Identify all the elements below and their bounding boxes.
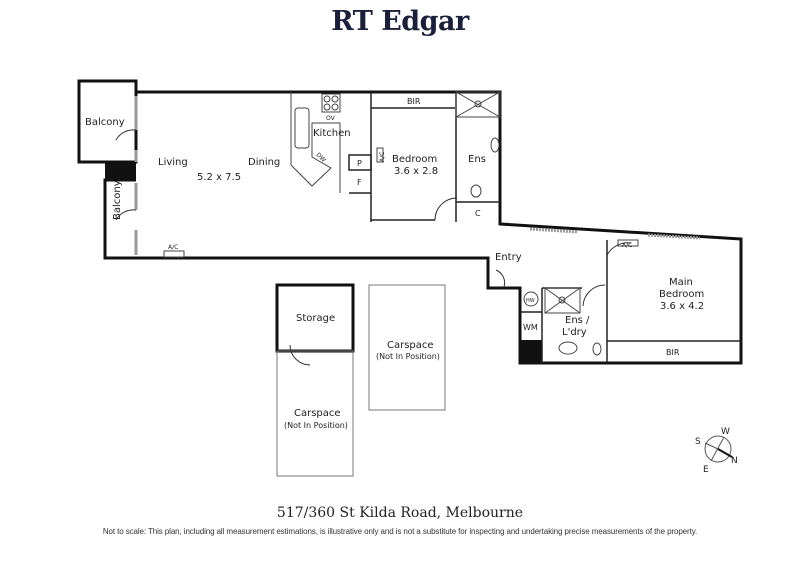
label-balcony-top: Balcony <box>85 117 125 128</box>
compass-n: N <box>731 456 738 466</box>
label-carspace-1: Carspace <box>294 408 341 419</box>
label-main-bedroom-2: Bedroom <box>659 289 704 300</box>
label-cupboard: C <box>475 209 481 218</box>
disclaimer: Not to scale: This plan, including all m… <box>102 527 698 536</box>
property-address: 517/360 St Kilda Road, Melbourne <box>276 505 524 521</box>
label-ens-laundry-1: Ens / <box>565 315 590 326</box>
pillar-2 <box>520 340 542 363</box>
label-ensuite: Ens <box>468 154 486 165</box>
label-living-dims: 5.2 x 7.5 <box>197 172 241 183</box>
compass-w: W <box>721 427 730 437</box>
label-kitchen: Kitchen <box>313 128 351 139</box>
pillar <box>105 162 136 180</box>
label-hot-water: HW <box>526 298 535 304</box>
compass-icon <box>704 435 733 463</box>
brand-logo: RT Edgar <box>331 6 469 37</box>
label-main-bedroom-1: Main <box>669 277 693 288</box>
label-fridge: F <box>357 178 362 187</box>
label-bir-main: BIR <box>666 348 680 357</box>
label-oven: OV <box>326 115 336 122</box>
label-carspace-2-note: (Not In Position) <box>376 352 440 361</box>
label-bir-bedroom: BIR <box>407 97 421 106</box>
label-main-bedroom-dims: 3.6 x 4.2 <box>660 301 704 312</box>
label-balcony-side: Balcony <box>112 180 123 220</box>
compass-e: E <box>703 465 709 475</box>
label-ens-laundry-2: L'dry <box>562 327 587 338</box>
outer-wall <box>103 90 743 365</box>
label-ac-bedroom: A/C <box>379 152 386 162</box>
label-living: Living <box>158 157 188 168</box>
label-storage: Storage <box>296 313 335 324</box>
label-dishwasher: DW <box>315 151 327 163</box>
label-washing-machine: WM <box>523 323 538 332</box>
label-bedroom-dims: 3.6 x 2.8 <box>394 166 438 177</box>
label-carspace-2: Carspace <box>387 340 434 351</box>
label-dining: Dining <box>248 157 280 168</box>
label-pantry: P <box>357 159 362 168</box>
label-bedroom: Bedroom <box>392 154 437 165</box>
carspace-2 <box>368 284 446 411</box>
compass-s: S <box>695 437 701 447</box>
label-entry: Entry <box>495 252 522 263</box>
label-carspace-1-note: (Not In Position) <box>284 421 348 430</box>
carspace-1 <box>276 350 354 477</box>
label-ac-living: A/C <box>168 244 178 251</box>
label-ac-main: A/C <box>622 242 632 249</box>
